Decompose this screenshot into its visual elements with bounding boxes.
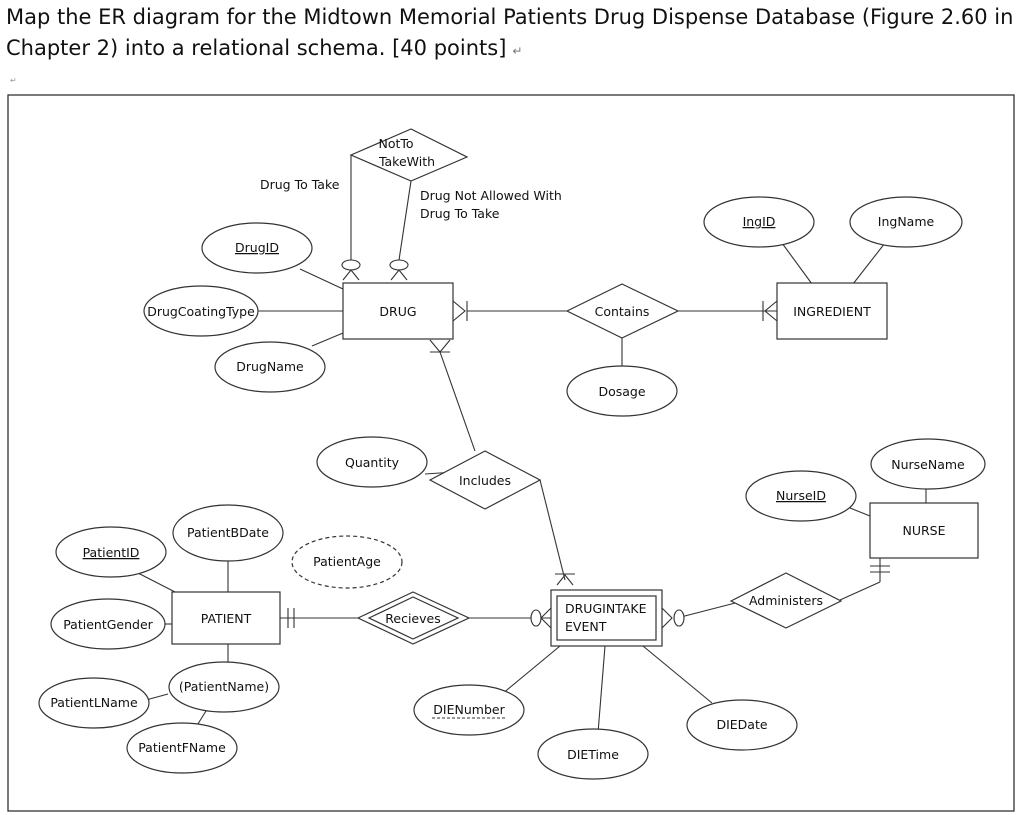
relationship-contains-label: Contains bbox=[595, 304, 650, 319]
connector bbox=[781, 242, 813, 285]
attribute-drug-name-label: DrugName bbox=[236, 359, 304, 374]
entity-drugintake-label-1: DRUGINTAKE bbox=[565, 601, 647, 616]
attribute-dosage bbox=[566, 365, 678, 417]
entity-ingredient bbox=[776, 282, 888, 340]
connector bbox=[137, 572, 176, 593]
attribute-patient-lname-label: PatientLName bbox=[50, 695, 138, 710]
paragraph-mark: ↵ bbox=[512, 44, 523, 58]
crowfoot-mark bbox=[429, 339, 451, 353]
attribute-die-number-label: DIENumber bbox=[433, 702, 505, 717]
role-label-not-allowed-2: Drug To Take bbox=[420, 206, 500, 221]
attribute-ing-name-label: IngName bbox=[878, 214, 935, 229]
attribute-die-number bbox=[413, 684, 525, 736]
identifying-relationship-inner-border bbox=[367, 596, 460, 640]
optional-circle bbox=[389, 259, 409, 271]
attribute-nurse-name-label: NurseName bbox=[891, 457, 965, 472]
connector bbox=[849, 507, 871, 517]
relationship-contains bbox=[565, 283, 680, 339]
entity-patient bbox=[171, 591, 281, 645]
attribute-quantity bbox=[316, 436, 428, 488]
attribute-dosage-label: Dosage bbox=[598, 384, 645, 399]
relationship-notto-takewith bbox=[349, 128, 469, 182]
relationship-includes-label: Includes bbox=[459, 473, 511, 488]
role-label-drug-to-take: Drug To Take bbox=[260, 177, 340, 192]
attribute-patient-id bbox=[55, 526, 167, 578]
weak-entity-inner-border bbox=[556, 595, 657, 641]
relationship-includes bbox=[428, 450, 542, 510]
connector bbox=[299, 268, 344, 290]
paragraph-mark-small: ↵ bbox=[10, 76, 17, 85]
attribute-die-date-label: DIEDate bbox=[716, 717, 767, 732]
attribute-patient-gender bbox=[50, 598, 166, 650]
mandatory-one-mark bbox=[287, 608, 295, 628]
connector bbox=[676, 600, 744, 619]
optional-circle bbox=[530, 609, 542, 627]
attribute-patient-lname bbox=[38, 677, 150, 729]
entity-drugintake-label-2: EVENT bbox=[565, 619, 607, 634]
attribute-ing-name bbox=[849, 196, 963, 248]
mandatory-one-mark bbox=[870, 565, 890, 573]
connector bbox=[642, 645, 713, 704]
attribute-quantity-label: Quantity bbox=[345, 455, 400, 470]
attribute-drug-id bbox=[201, 222, 313, 274]
attribute-patient-gender-label: PatientGender bbox=[63, 617, 153, 632]
attribute-ing-id-label: IngID bbox=[743, 214, 776, 229]
attribute-patient-name bbox=[168, 661, 280, 713]
connector bbox=[501, 645, 561, 695]
role-label-not-allowed-1: Drug Not Allowed With bbox=[420, 188, 562, 203]
attribute-patient-name-label: (PatientName) bbox=[179, 679, 269, 694]
attribute-patient-bdate bbox=[172, 504, 284, 562]
crowfoot-mark bbox=[452, 300, 468, 322]
entity-nurse-label: NURSE bbox=[902, 523, 945, 538]
attribute-patient-age bbox=[291, 535, 403, 589]
crowfoot-mark bbox=[342, 269, 360, 281]
relationship-recieves-label: Recieves bbox=[385, 611, 440, 626]
optional-circle bbox=[673, 609, 685, 627]
entity-nurse bbox=[869, 502, 979, 559]
optional-circle bbox=[341, 259, 361, 271]
attribute-die-time bbox=[537, 728, 649, 780]
attribute-nurse-id-label: NurseID bbox=[776, 488, 826, 503]
relationship-notto-label-1: NotTo bbox=[378, 136, 413, 151]
attribute-die-date bbox=[686, 699, 798, 751]
relationship-notto-label-2: TakeWith bbox=[378, 154, 435, 169]
connector bbox=[311, 332, 344, 347]
question-text: Map the ER diagram for the Midtown Memor… bbox=[6, 2, 1016, 67]
attribute-patient-fname-label: PatientFName bbox=[138, 740, 226, 755]
attribute-patient-id-label: PatientID bbox=[83, 545, 140, 560]
entity-patient-label: PATIENT bbox=[201, 611, 252, 626]
question-body: Map the ER diagram for the Midtown Memor… bbox=[6, 5, 1014, 60]
connector bbox=[597, 645, 606, 734]
attribute-drug-name bbox=[214, 341, 326, 393]
connector bbox=[839, 581, 881, 601]
attribute-nurse-id bbox=[745, 470, 857, 522]
relationship-administers bbox=[729, 572, 843, 629]
connector bbox=[439, 351, 476, 452]
attribute-nurse-name bbox=[870, 438, 986, 490]
attribute-drug-coating-type bbox=[143, 285, 259, 337]
crowfoot-mark bbox=[555, 573, 575, 586]
connector bbox=[398, 180, 412, 261]
relationship-administers-label: Administers bbox=[749, 593, 823, 608]
connector bbox=[145, 693, 169, 701]
crowfoot-mark bbox=[661, 607, 673, 629]
attribute-drug-coating-type-label: DrugCoatingType bbox=[147, 304, 255, 319]
connector bbox=[852, 242, 886, 285]
entity-drug-label: DRUG bbox=[379, 304, 416, 319]
crowfoot-mark bbox=[390, 269, 408, 281]
entity-drug bbox=[342, 282, 454, 340]
crowfoot-mark bbox=[762, 300, 778, 322]
attribute-die-time-label: DIETime bbox=[567, 747, 619, 762]
attribute-drug-id-label: DrugID bbox=[235, 240, 279, 255]
connector bbox=[539, 479, 566, 581]
attribute-patient-fname bbox=[126, 722, 238, 774]
entity-ingredient-label: INGREDIENT bbox=[793, 304, 871, 319]
attribute-patient-bdate-label: PatientBDate bbox=[187, 525, 269, 540]
attribute-ing-id bbox=[703, 196, 815, 248]
attribute-patient-age-label: PatientAge bbox=[313, 554, 381, 569]
